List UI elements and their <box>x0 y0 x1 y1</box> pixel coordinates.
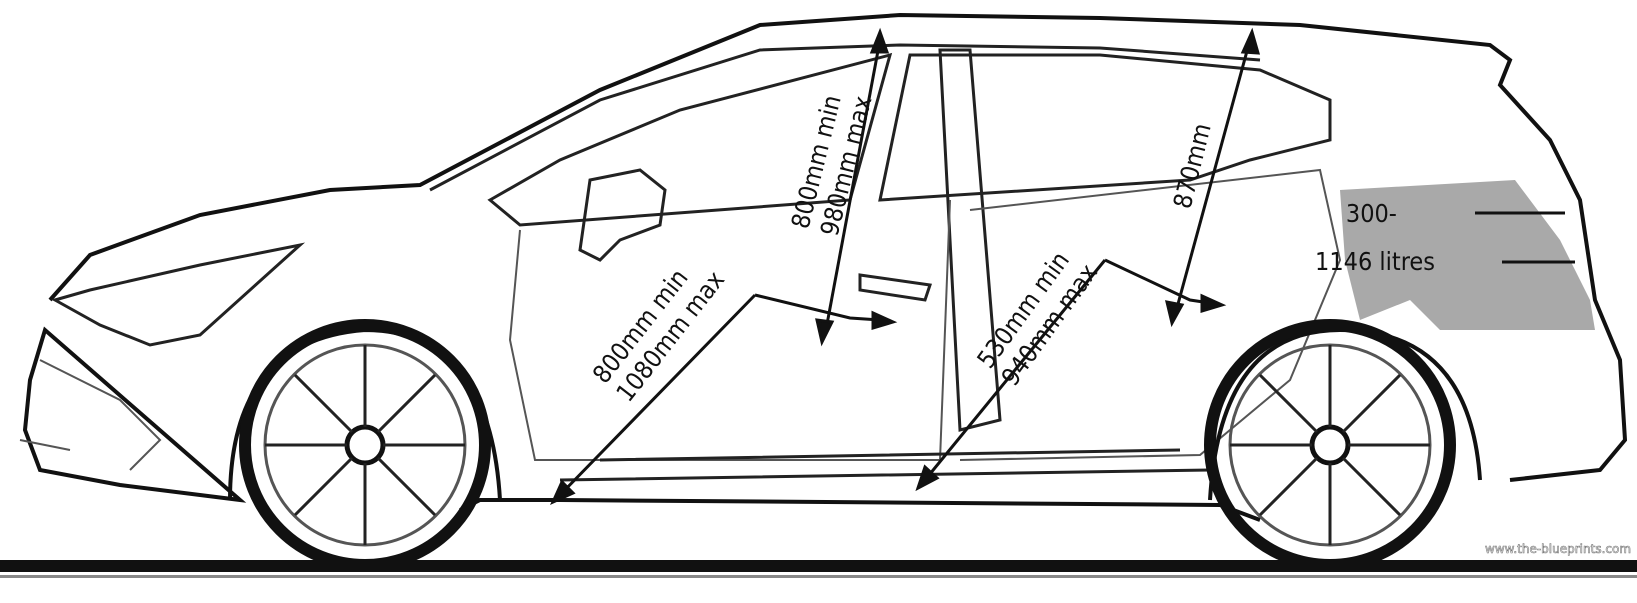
roof-line <box>429 43 1261 192</box>
ground-line <box>0 560 1637 572</box>
rear-wheel <box>1204 319 1456 571</box>
boot-capacity-min: 300- <box>1346 199 1397 228</box>
rear-headroom-label: 870mm <box>1168 120 1217 211</box>
window-front <box>487 52 893 227</box>
front-door <box>508 199 951 461</box>
sill <box>559 448 1211 482</box>
front-headroom-label: 800mm min 980mm max <box>786 85 878 238</box>
boot-capacity-label: 300- 1146 litres <box>1315 199 1435 276</box>
door-handle <box>858 273 932 302</box>
dimension-arrows <box>550 27 1575 505</box>
front-legroom-label: 800mm min 1080mm max <box>587 247 730 407</box>
headlight <box>51 242 306 347</box>
window-rear <box>878 53 1332 202</box>
front-wheel <box>239 319 491 571</box>
front-bumper <box>19 359 162 471</box>
mirror <box>578 168 667 262</box>
watermark: www.the-blueprints.com <box>1485 542 1631 556</box>
b-pillar <box>938 48 1002 432</box>
boot-area-shade <box>1340 180 1595 330</box>
rear-headroom-value: 870mm <box>1168 120 1217 211</box>
boot-capacity-max: 1146 litres <box>1315 247 1435 276</box>
